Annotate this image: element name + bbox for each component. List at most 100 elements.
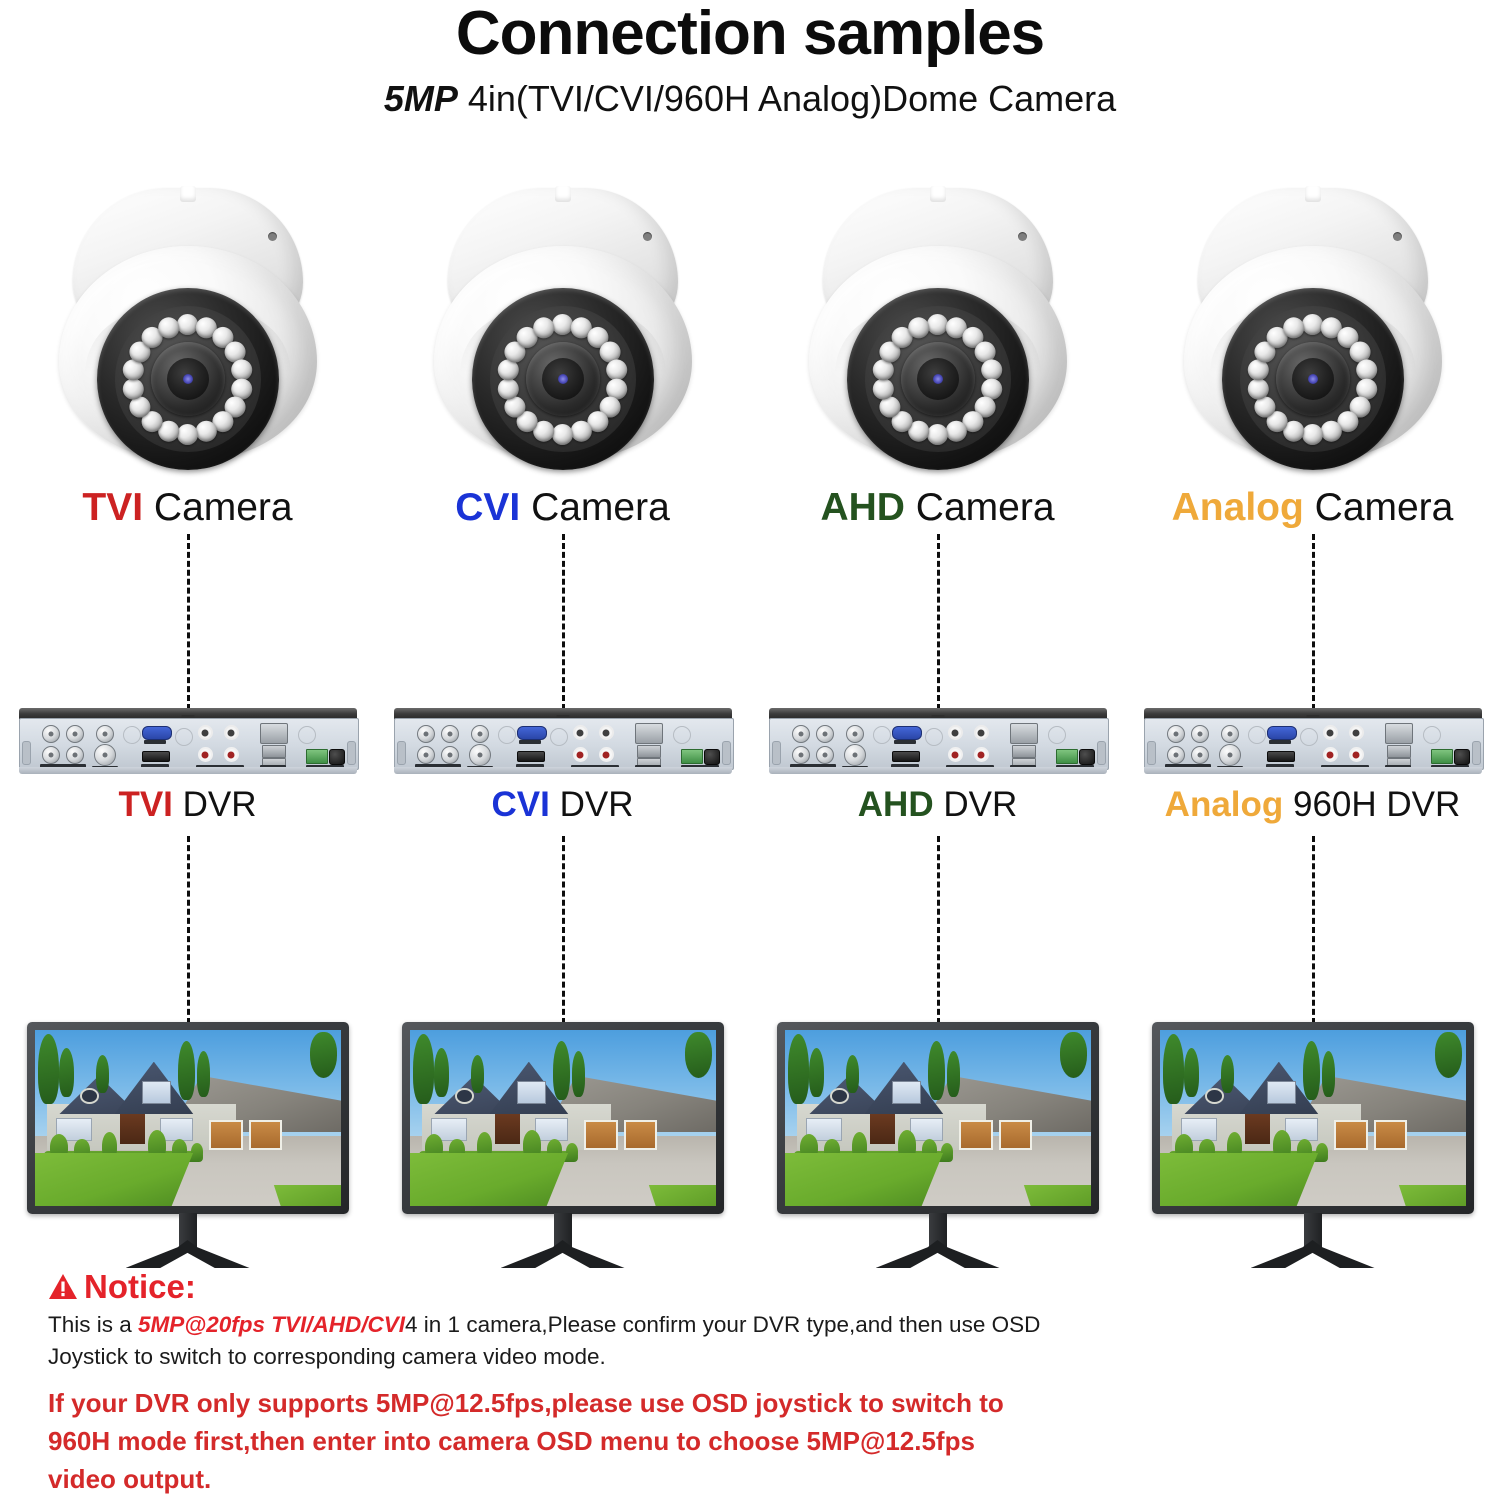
ir-led [504,341,526,362]
camera-lens [150,342,225,416]
dvr-top-cover [768,708,1107,719]
ir-led [504,396,526,417]
notice-body-post: 4 in 1 camera,Please confirm your DVR ty… [48,1312,1041,1369]
lawn [1159,1153,1319,1206]
ir-led [1283,316,1305,338]
camera-to-dvr-connector [187,534,190,710]
tree [1183,1047,1200,1097]
ir-led [879,396,901,417]
camera-lens-reflection [1307,374,1318,384]
bnc-legend [39,764,86,768]
monitor-bezel [776,1022,1099,1214]
garage-door [623,1119,658,1150]
tree [808,1047,825,1097]
dvr-label-suffix: DVR [549,785,634,824]
camera-lens-reflection [182,374,193,384]
page-header: Connection samples 5MP 4in(TVI/CVI/960H … [0,0,1500,119]
tree [470,1054,485,1094]
ir-led [533,420,555,442]
camera-label-suffix: Camera [143,486,293,529]
camera-to-dvr-connector [937,534,940,710]
dvr-rear-panel-wrap [1125,708,1500,778]
ir-led [158,316,180,338]
tree [1059,1031,1088,1078]
shrub [522,1130,542,1161]
dormer-window [516,1081,547,1105]
vga-port [141,726,172,740]
tree [309,1031,338,1078]
dvr-rear-panel-wrap [375,708,750,778]
bnc-video-out [93,744,116,766]
dome-camera [1183,186,1442,470]
monitor-screen [784,1030,1091,1206]
dvr-label-cvi: CVI DVR [375,787,750,822]
garage-door [1333,1119,1368,1150]
notice-body: This is a 5MP@20fps TVI/AHD/CVI4 in 1 ca… [48,1306,1048,1373]
monitor-stand-foot [1250,1240,1375,1268]
alarm-terminal-block [1055,749,1078,764]
dvr-base [1143,767,1482,774]
dome-camera [433,186,692,470]
screw-hole [672,726,691,744]
ir-led [1320,316,1342,338]
hdmi-legend [515,764,544,768]
rca-audio-out [223,747,239,762]
dvr-chassis [1143,708,1484,774]
screw-hole [924,728,943,746]
gable-vent [1205,1088,1224,1104]
power-jack [328,749,345,765]
subtitle-resolution: 5MP [383,78,458,120]
dome-camera-wrap [0,186,375,470]
ir-led [122,358,144,380]
tree [571,1051,586,1097]
alarm-terminal-block [1430,749,1453,764]
dvr-rear-face [393,718,734,771]
lawn [1399,1184,1466,1206]
bnc-legend [414,764,461,768]
dvr-mount-ear [396,741,406,765]
shrub [897,1130,917,1161]
tree [58,1047,75,1097]
monitor-stand-neck [178,1213,197,1247]
ir-led [1254,396,1276,417]
monitor-wrap [750,1022,1125,1268]
ir-led-ring [1221,288,1404,470]
bnc-video-out [95,725,114,743]
ir-led [908,420,930,442]
monitor-stand-foot [500,1240,625,1268]
ir-led [879,341,901,362]
ir-led [1254,341,1276,362]
hdmi-legend [890,764,919,768]
rca-audio-in [197,725,213,740]
bnc-video-in [1190,725,1209,743]
tree [928,1040,946,1101]
rca-audio-out [973,747,989,762]
shrub [565,1142,578,1161]
ir-led [1247,358,1269,380]
screw-hole [297,726,316,744]
ethernet-port [1384,723,1413,744]
bnc-video-out [845,725,864,743]
camera-screw [1017,232,1027,241]
vga-port [516,726,547,740]
hdmi-legend [1265,764,1294,768]
tree [196,1051,211,1097]
ir-led [891,326,913,348]
camera-label-tvi: TVI Camera [0,488,375,527]
dvr-mount-ear [1096,741,1106,765]
garage-door [1373,1119,1408,1150]
monitor-wrap [375,1022,750,1268]
dome-camera-wrap [1125,186,1500,470]
monitor-screen [34,1030,341,1206]
ir-led [1349,341,1371,362]
gable-vent [830,1088,849,1104]
screw-hole [122,726,141,744]
camera-label-suffix: Camera [1303,486,1454,529]
dome-camera-wrap [750,186,1125,470]
monitor-stand-foot [125,1240,250,1268]
ir-led [908,316,930,338]
monitor-screen [409,1030,716,1206]
ir-led [599,341,621,362]
camera-screw [1392,232,1402,241]
dvr-to-monitor-connector [562,836,565,1024]
